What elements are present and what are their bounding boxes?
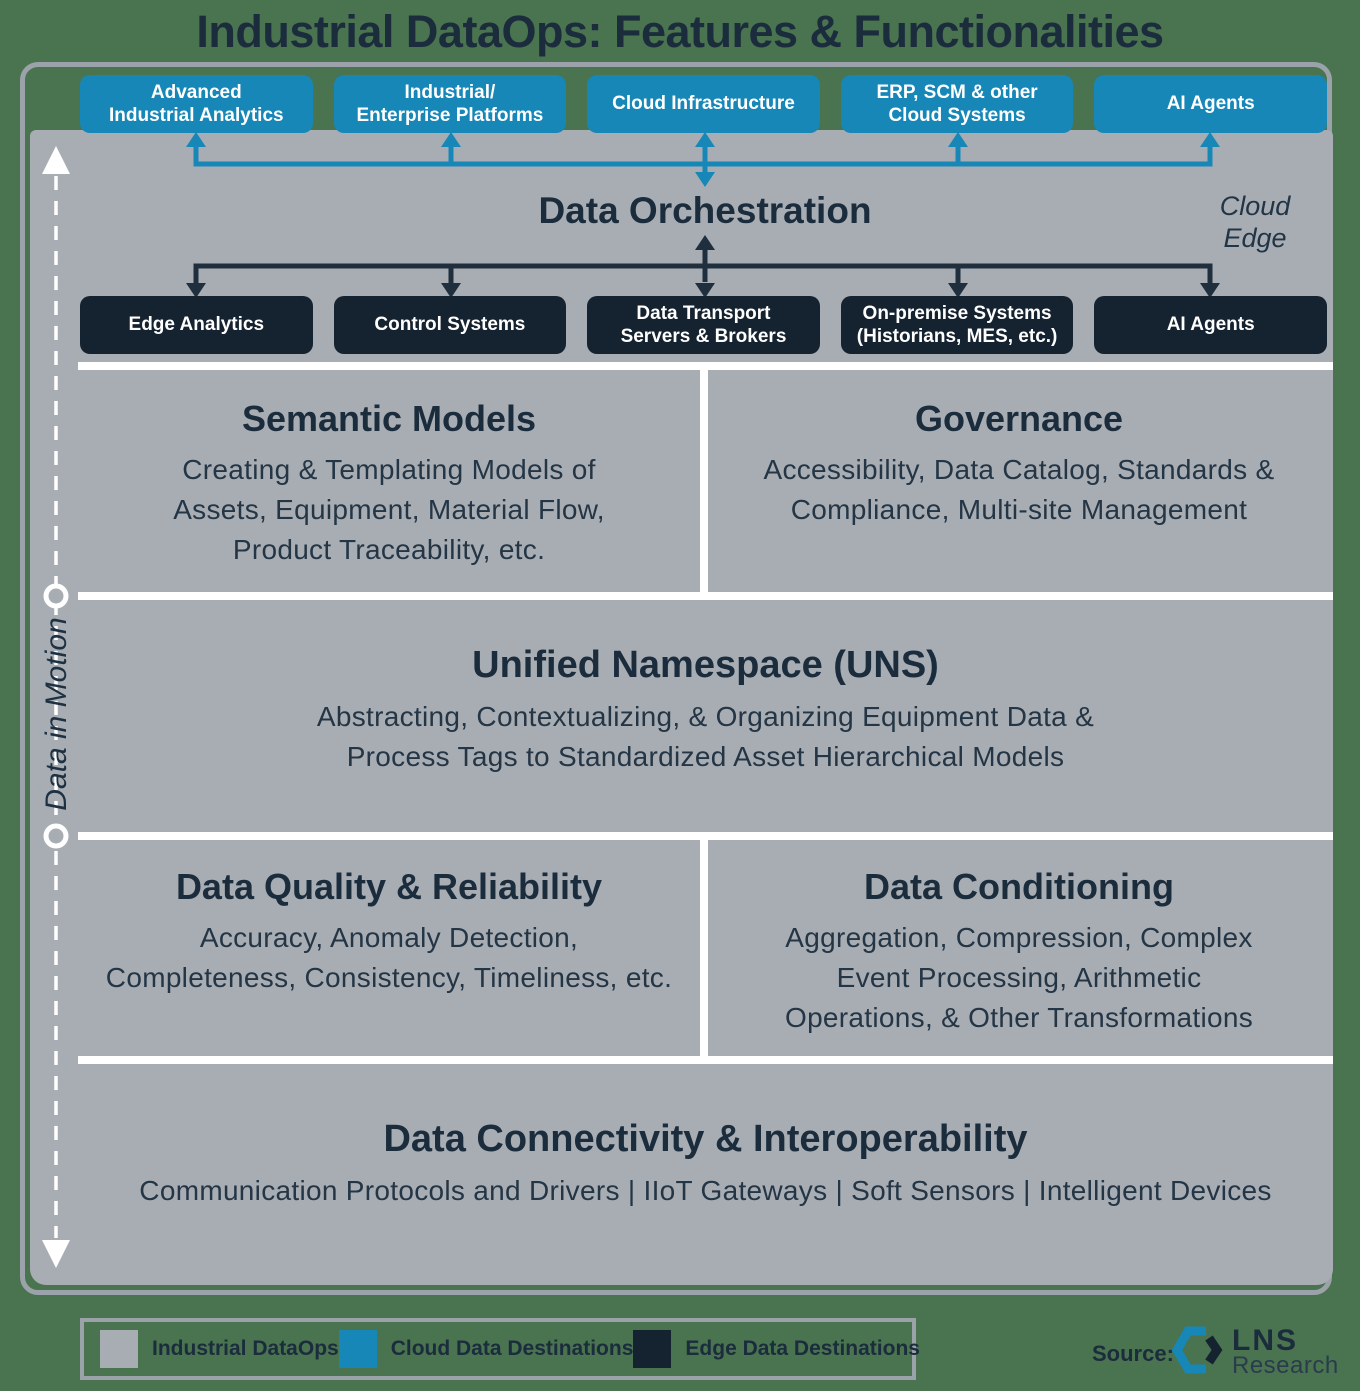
legend-item-edge-destinations: Edge Data Destinations — [633, 1330, 920, 1368]
divider-vertical-2 — [700, 832, 708, 1064]
cloud-box-ai-agents: AI Agents — [1094, 75, 1327, 133]
data-quality-body: Accuracy, Anomaly Detection, Completenes… — [105, 922, 673, 993]
data-quality-title: Data Quality & Reliability — [175, 866, 603, 907]
edge-box-control-systems: Control Systems — [333, 296, 567, 354]
lns-logo-subtext: Research — [1232, 1352, 1339, 1379]
section-semantic-models: Semantic Models Creating & Templating Mo… — [78, 398, 700, 569]
edge-box-edge-analytics: Edge Analytics — [80, 296, 313, 354]
legend-label: Edge Data Destinations — [685, 1337, 920, 1360]
data-in-motion-label: Data in Motion — [40, 617, 73, 811]
connectivity-title: Data Connectivity & Interoperability — [383, 1118, 1028, 1160]
section-governance: Governance Accessibility, Data Catalog, … — [708, 398, 1330, 530]
cloud-connector-lines — [193, 145, 1213, 174]
uns-title: Unified Namespace (UNS) — [472, 644, 939, 686]
cloud-box-advanced-industrial-analytics: Advanced Industrial Analytics — [80, 75, 313, 133]
data-conditioning-body: Aggregation, Compression, Complex Event … — [784, 922, 1254, 1033]
cloud-box-industrial-enterprise-platforms: Industrial/ Enterprise Platforms — [333, 75, 567, 133]
legend: Industrial DataOps Cloud Data Destinatio… — [80, 1318, 920, 1380]
cloud-edge-label: Cloud Edge — [1219, 191, 1291, 254]
legend-swatch-gray — [100, 1330, 138, 1368]
section-connectivity: Data Connectivity & Interoperability Com… — [78, 1118, 1333, 1211]
uns-body: Abstracting, Contextualizing, & Organizi… — [316, 701, 1095, 772]
cloud-box-erp-scm-cloud-systems: ERP, SCM & other Cloud Systems — [840, 75, 1074, 133]
edge-box-data-transport: Data Transport Servers & Brokers — [587, 296, 820, 354]
section-data-conditioning: Data Conditioning Aggregation, Compressi… — [708, 866, 1330, 1037]
legend-swatch-navy — [633, 1330, 672, 1368]
edge-arrowheads — [186, 235, 1220, 298]
connector-arrows — [186, 132, 1220, 298]
edge-box-on-premise-systems: On-premise Systems (Historians, MES, etc… — [840, 296, 1074, 354]
lns-hexagon-icon — [1172, 1326, 1223, 1374]
section-data-quality: Data Quality & Reliability Accuracy, Ano… — [78, 866, 700, 998]
divider-vertical-1 — [700, 362, 708, 600]
legend-label: Industrial DataOps — [152, 1337, 339, 1360]
edge-destinations-row: Edge Analytics Control Systems Data Tran… — [80, 296, 1327, 354]
flow-arrow-up-icon — [42, 146, 70, 174]
governance-title: Governance — [914, 398, 1124, 439]
flow-node-icon-2 — [43, 823, 69, 849]
data-conditioning-title: Data Conditioning — [864, 866, 1174, 907]
cloud-arrowheads — [186, 132, 1220, 187]
legend-label: Cloud Data Destinations — [390, 1337, 634, 1360]
edge-connector-lines — [193, 249, 1213, 284]
edge-box-ai-agents: AI Agents — [1094, 296, 1327, 354]
data-in-motion-rail — [42, 146, 70, 1268]
flow-arrow-down-icon — [42, 1240, 70, 1268]
page-title: Industrial DataOps: Features & Functiona… — [196, 6, 1164, 57]
semantic-models-title: Semantic Models — [241, 398, 537, 439]
legend-swatch-blue — [338, 1330, 377, 1368]
legend-item-cloud-destinations: Cloud Data Destinations — [338, 1330, 634, 1368]
source-label: Source: — [1092, 1341, 1174, 1366]
semantic-models-body: Creating & Templating Models of Assets, … — [173, 454, 605, 565]
legend-item-industrial-dataops: Industrial DataOps — [100, 1330, 339, 1368]
section-unified-namespace: Unified Namespace (UNS) Abstracting, Con… — [78, 644, 1333, 777]
connectivity-body: Communication Protocols and Drivers | II… — [139, 1175, 1272, 1206]
governance-body: Accessibility, Data Catalog, Standards &… — [763, 454, 1275, 525]
cloud-box-cloud-infrastructure: Cloud Infrastructure — [587, 75, 820, 133]
cloud-destinations-row: Advanced Industrial Analytics Industrial… — [80, 75, 1327, 133]
lns-logo-text: LNS — [1232, 1324, 1298, 1357]
data-orchestration-label: Data Orchestration — [538, 190, 872, 231]
flow-node-icon-1 — [43, 583, 69, 609]
